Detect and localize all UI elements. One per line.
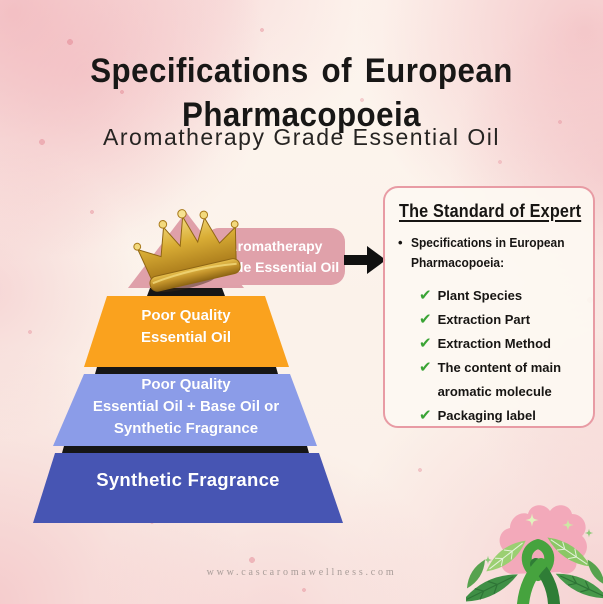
crown-icon: [133, 209, 241, 293]
level3-line3: Synthetic Fragrance: [113, 420, 259, 437]
standard-box: The Standard of Expert • Specifications …: [383, 186, 595, 428]
checkmark-icon: ✔: [419, 407, 432, 424]
light-leaf: [486, 540, 526, 572]
top-callout-line2: Grade Essential Oil: [210, 258, 340, 275]
item-text-line1: The content of main: [437, 360, 562, 375]
page-title-line1: Specifications of European: [90, 51, 513, 90]
pyramid-separator-3: [62, 446, 309, 453]
pyramid-level2-shape: [84, 296, 289, 367]
list-item: ✔ Packaging label: [419, 406, 583, 425]
page-title-line2: Pharmacopoeia: [182, 95, 421, 134]
list-item: ✔ Plant Species: [419, 286, 583, 305]
pyramid-diagram: [33, 212, 343, 523]
level2-line2: Essential Oil: [140, 329, 232, 346]
item-text-line1: Extraction Part: [437, 312, 531, 327]
intro-line1: Specifications in European: [411, 235, 565, 250]
item-text-line2: aromatic molecule: [437, 384, 552, 399]
pyramid-level4-shape: [33, 453, 343, 523]
pyramid-level4-label: Synthetic Fragrance: [33, 469, 343, 491]
top-callout-line1: Aromatherapy: [227, 237, 323, 254]
checkmark-icon: ✔: [419, 335, 432, 352]
intro-line2: Pharmacopoeia:: [411, 255, 505, 270]
list-item: ✔ Extraction Method: [419, 334, 583, 353]
awareness-ribbon-icon: [517, 539, 560, 604]
item-text-line1: Packaging label: [437, 408, 536, 423]
list-item: ✔ Extraction Part: [419, 310, 583, 329]
level4-line1: Synthetic Fragrance: [96, 469, 280, 490]
list-item: ✔ The content of main aromatic molecule: [419, 358, 583, 401]
dark-leaf: [466, 574, 518, 602]
watermark-url: www.cascaromawellness.com: [206, 567, 397, 578]
standard-box-title: The Standard of Expert: [399, 201, 582, 221]
light-leaf: [547, 537, 591, 567]
pyramid-separator-1: [147, 288, 225, 296]
item-text-line1: Plant Species: [437, 288, 523, 303]
item-text-line1: Extraction Method: [437, 336, 551, 351]
arrow-right-icon: [344, 246, 386, 274]
bullet-icon: •: [398, 235, 403, 250]
dark-leaf: [555, 573, 603, 599]
plants-ribbon-decoration: [466, 505, 603, 604]
spec-check-list: ✔ Plant Species ✔ Extraction Part ✔ Extract…: [419, 286, 583, 425]
level3-line1: Poor Quality: [141, 376, 231, 393]
page-subtitle: Aromatherapy Grade Essential Oil: [103, 124, 500, 150]
checkmark-icon: ✔: [419, 287, 432, 304]
level2-line1: Poor Quality: [141, 307, 231, 324]
pyramid-separator-2: [95, 367, 278, 374]
checkmark-icon: ✔: [419, 359, 432, 376]
dark-leaf: [466, 559, 486, 589]
level3-line2: Essential Oil + Base Oil or: [92, 398, 280, 415]
checkmark-icon: ✔: [419, 311, 432, 328]
pyramid-level3-shape: [53, 374, 317, 446]
dark-leaf: [587, 559, 603, 585]
